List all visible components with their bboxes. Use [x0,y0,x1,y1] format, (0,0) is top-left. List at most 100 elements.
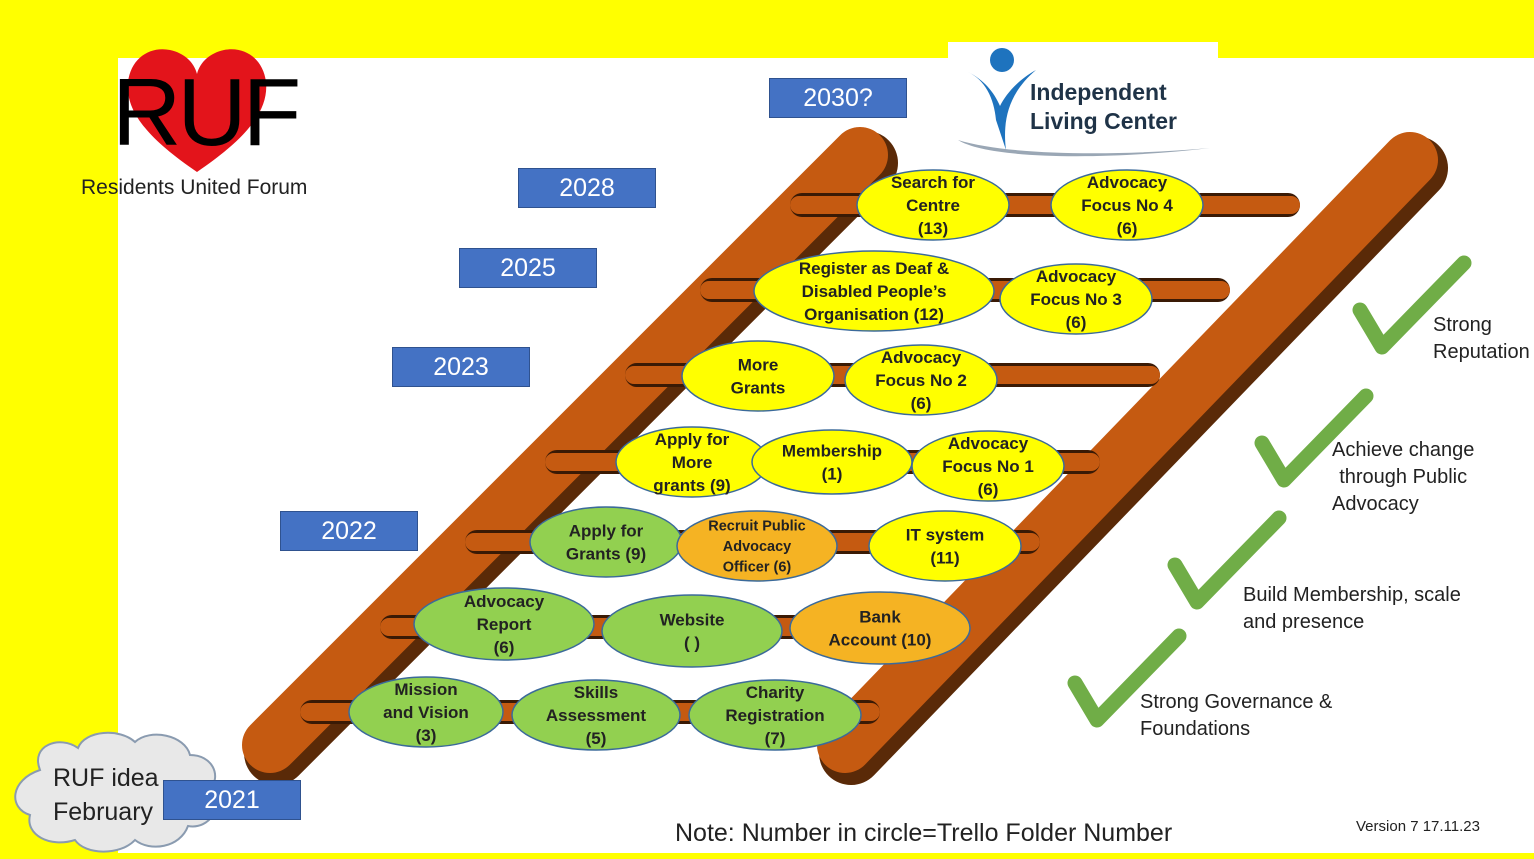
task-node-label: Mission [394,680,457,699]
milestone-line: Reputation [1433,341,1530,363]
milestone-line: and presence [1243,611,1365,633]
task-node-label: Assessment [546,706,647,725]
task-node-bubble [868,510,1022,582]
task-node-label: Advocacy [723,539,792,555]
milestone-checks [1067,255,1472,728]
task-node-label: and Vision [383,703,469,722]
task-node-label: Advocacy [948,434,1029,453]
task-node-label: Grants (9) [566,544,646,563]
task-node-bubble [751,429,913,495]
task-node-label: (6) [978,480,999,499]
logo-letters: RUF [112,59,301,166]
task-node-label: Registration [725,706,824,725]
task-node-label: (11) [930,548,959,567]
year-label-2025: 2025 [459,248,597,288]
task-node-label: Officer (6) [723,560,792,576]
task-node-label: (6) [494,638,515,657]
task-node-bubble [529,506,683,578]
milestone-line: Foundations [1140,718,1251,740]
task-node-bubble [789,591,971,665]
milestone-membership: Build Membership, scale and presence [1243,582,1461,636]
task-node-label: (1) [822,464,843,483]
independent-living-figure-icon [958,48,1210,157]
task-node-label: Recruit Public [708,519,806,535]
milestone-strong-reputation: Strong Reputation [1433,312,1530,366]
task-node-label: More [672,453,713,472]
task-node-label: Centre [906,196,960,215]
task-node-label: Report [477,615,532,634]
task-node-label: Advocacy [464,592,545,611]
task-node-label: Focus No 4 [1081,196,1173,215]
milestone-governance: Strong Governance & Foundations [1140,689,1332,743]
task-node-label: ( ) [684,633,700,652]
milestone-line: Strong Governance & [1140,691,1333,713]
task-node-label: Focus No 2 [875,371,967,390]
partner-logo-line1: Independent [1030,79,1167,105]
task-node-bubble [1050,169,1204,241]
task-node-bubble [601,594,783,668]
task-node-label: (6) [1066,313,1087,332]
version-label: Version 7 17.11.23 [1356,818,1480,835]
partner-logo-line2: Living Center [1030,108,1177,134]
task-node-label: Apply for [569,521,644,540]
idea-cloud-line1: RUF idea [53,764,159,792]
milestone-line: Advocacy [1332,493,1419,515]
task-node-bubble [681,340,835,412]
task-node-label: Skills [574,683,618,702]
year-label-2022: 2022 [280,511,418,551]
year-label-2021: 2021 [163,780,301,820]
heart-icon [127,49,267,172]
task-node-label: Advocacy [1036,267,1117,286]
task-node-label: Register as Deaf & [799,259,949,278]
task-node: IT system (11) [868,510,1022,582]
year-label-2028: 2028 [518,168,656,208]
task-node-bubble [856,169,1010,241]
task-node-label: IT system [906,525,984,544]
task-node-label: (7) [765,729,786,748]
task-node-label: Organisation (12) [804,305,944,324]
logos [14,48,1210,853]
task-node-label: Membership [782,441,882,460]
task-node-label: (13) [918,219,948,238]
task-node-label: More [738,355,779,374]
task-node-bubble [999,263,1153,335]
task-node-label: Advocacy [881,348,962,367]
task-node-bubble [676,510,838,582]
task-node: Membership (1) [751,429,913,495]
task-node: Mission and Vision (3) [348,676,504,748]
milestone-line: Achieve change [1332,439,1475,461]
logo-subtitle: Residents United Forum [81,176,308,199]
task-node: Website ( ) [601,594,783,668]
task-node-bubble [753,250,995,332]
task-node-label: grants (9) [653,476,730,495]
checkmark-icon [1067,628,1187,728]
logo-panel-top [948,42,1218,62]
milestone-public-advocacy: Achieve change through Public Advocacy [1332,437,1474,518]
year-label-2030: 2030? [769,78,907,118]
task-node-bubble [688,679,862,751]
task-node-bubble [348,676,504,748]
milestone-line: Build Membership, scale [1243,584,1461,606]
task-node-label: Apply for [655,430,730,449]
checkmark-icon [1352,255,1472,355]
footnote: Note: Number in circle=Trello Folder Num… [675,819,1173,847]
task-node: Register as Deaf &Disabled People’sOrgan… [753,250,995,332]
task-node-bubble [511,679,681,751]
task-node-label: Search for [891,173,975,192]
task-node-label: (3) [416,726,437,745]
task-node-label: (5) [586,729,607,748]
year-label-2023: 2023 [392,347,530,387]
milestone-line: through Public [1339,466,1468,488]
task-node-label: Website [660,610,725,629]
